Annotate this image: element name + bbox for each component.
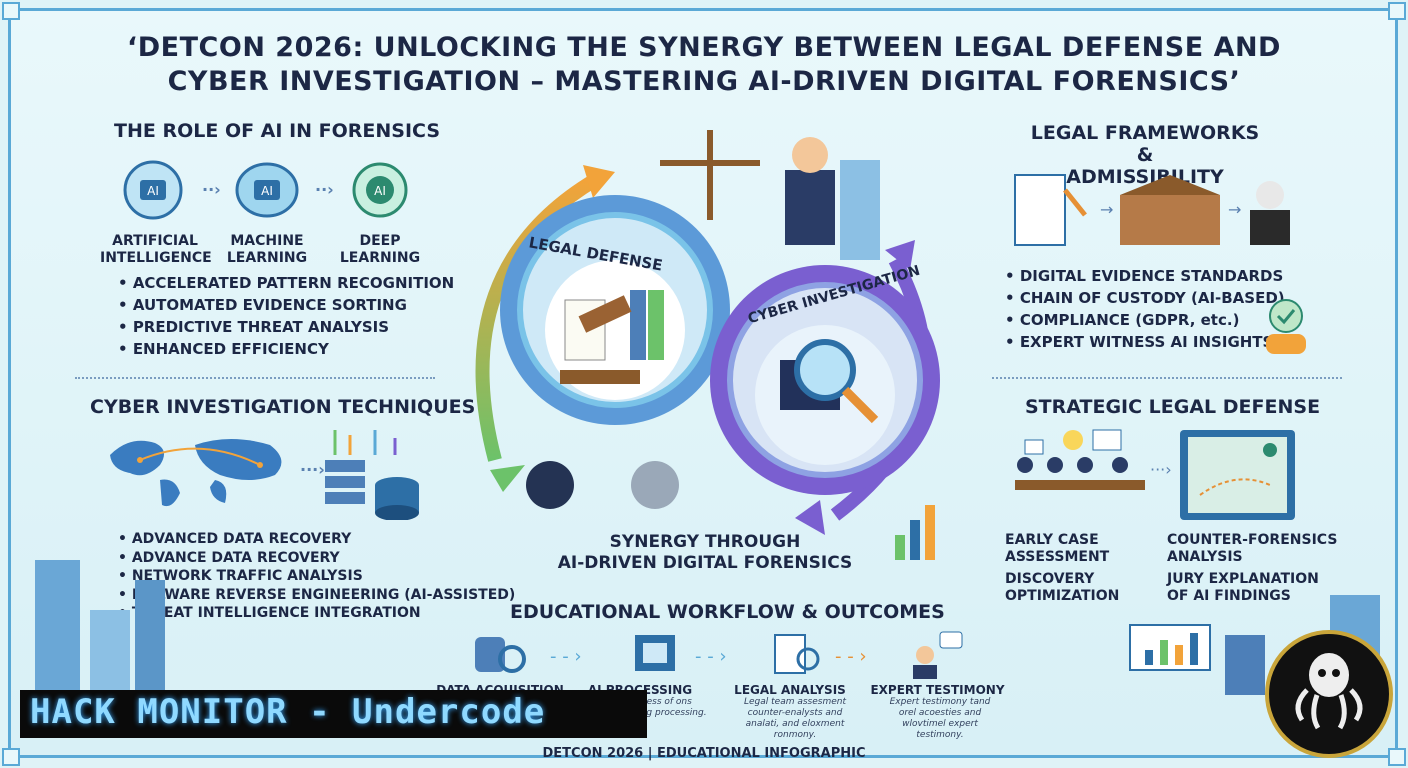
list-item: MALWARE REVERSE ENGINEERING (AI-ASSISTED… <box>118 586 515 605</box>
cyber-tech-heading: CYBER INVESTIGATION TECHNIQUES <box>90 396 476 418</box>
strategic-heading: STRATEGIC LEGAL DEFENSE <box>1025 396 1321 418</box>
watermark-banner <box>20 690 647 738</box>
list-item: COMPLIANCE (GDPR, etc.) <box>1005 309 1285 331</box>
arrow-icon: ··› <box>315 180 334 199</box>
database-server-icon <box>325 430 419 520</box>
compliance-check-icon <box>1266 299 1306 354</box>
workflow-step-desc: Expert testimony tand orel acoesties and… <box>889 697 991 740</box>
courtroom-icons: → → <box>1014 174 1290 246</box>
workflow-step-label: EXPERT TESTIMONY <box>870 683 1005 697</box>
arrow-icon: ···› <box>300 460 325 479</box>
list-item: ADVANCE DATA RECOVERY <box>118 549 515 568</box>
ai-badge: AI <box>147 184 159 198</box>
list-item: ACCELERATED PATTERN RECOGNITION <box>118 272 454 294</box>
workflow-step-desc: g process of ons processing processing. <box>603 697 707 718</box>
divider <box>992 377 1342 379</box>
list-item: DIGITAL EVIDENCE STANDARDS <box>1005 265 1285 287</box>
svg-text:- - ›: - - › <box>550 646 582 667</box>
brain-ml-icon: AI <box>235 162 299 218</box>
team-meeting-map-icons: ···› <box>1015 429 1295 520</box>
workflow-step-label: LEGAL ANALYSIS <box>734 683 846 697</box>
watermark-banner-text: HACK MONITOR - Undercode <box>30 692 546 732</box>
frame-corner <box>2 748 20 766</box>
svg-text:→: → <box>1100 200 1113 219</box>
list-item: EXPERT WITNESS AI INSIGHTS <box>1005 331 1285 353</box>
list-item: ENHANCED EFFICIENCY <box>118 338 454 360</box>
svg-text:→: → <box>1228 200 1241 219</box>
arrow-icon: ··› <box>202 180 221 199</box>
brain-dl-icon: AI <box>352 162 408 218</box>
svg-text:···›: ···› <box>1150 460 1172 479</box>
workflow-heading: EDUCATIONAL WORKFLOW & OUTCOMES <box>510 601 945 623</box>
cyber-tech-bullets: ADVANCED DATA RECOVERY ADVANCE DATA RECO… <box>118 530 515 623</box>
world-map-icon <box>110 439 282 507</box>
list-item: CHAIN OF CUSTODY (AI-BASED) <box>1005 287 1285 309</box>
svg-text:- - ›: - - › <box>695 646 727 667</box>
role-ai-heading: THE ROLE OF AI IN FORENSICS <box>114 120 441 142</box>
frame-corner <box>2 2 20 20</box>
svg-text:AI: AI <box>374 184 386 198</box>
page-title-line1: ‘DETCON 2026: UNLOCKING THE SYNERGY BETW… <box>127 32 1281 63</box>
central-synergy-diagram <box>475 130 940 560</box>
frame-corner <box>1388 2 1406 20</box>
svg-text:- - ›: - - › <box>835 646 867 667</box>
list-item: PREDICTIVE THREAT ANALYSIS <box>118 316 454 338</box>
workflow-icons: - - › - - › - - › <box>475 631 963 679</box>
footer-caption: DETCON 2026 | EDUCATIONAL INFOGRAPHIC <box>542 746 866 761</box>
workflow-step-desc: Legal team assesment counter-enalysts an… <box>743 697 846 740</box>
list-item: THREAT INTELLIGENCE INTEGRATION <box>118 604 515 623</box>
legal-frameworks-heading: LEGAL FRAMEWORKS &ADMISSIBILITY <box>1030 122 1260 188</box>
list-item: NETWORK TRAFFIC ANALYSIS <box>118 567 515 586</box>
octopus-logo-icon <box>1265 630 1393 758</box>
role-ai-bullets: ACCELERATED PATTERN RECOGNITION AUTOMATE… <box>118 272 454 360</box>
list-item: ADVANCED DATA RECOVERY <box>118 530 515 549</box>
city-buildings-icon <box>35 560 165 690</box>
legal-frameworks-bullets: DIGITAL EVIDENCE STANDARDS CHAIN OF CUST… <box>1005 265 1285 353</box>
divider <box>75 377 435 379</box>
frame-corner <box>1388 748 1406 766</box>
brain-ai-icon: AI <box>123 160 183 220</box>
list-item: AUTOMATED EVIDENCE SORTING <box>118 294 454 316</box>
page-title-line2: CYBER INVESTIGATION – MASTERING AI-DRIVE… <box>167 66 1241 97</box>
svg-text:AI: AI <box>261 184 273 198</box>
